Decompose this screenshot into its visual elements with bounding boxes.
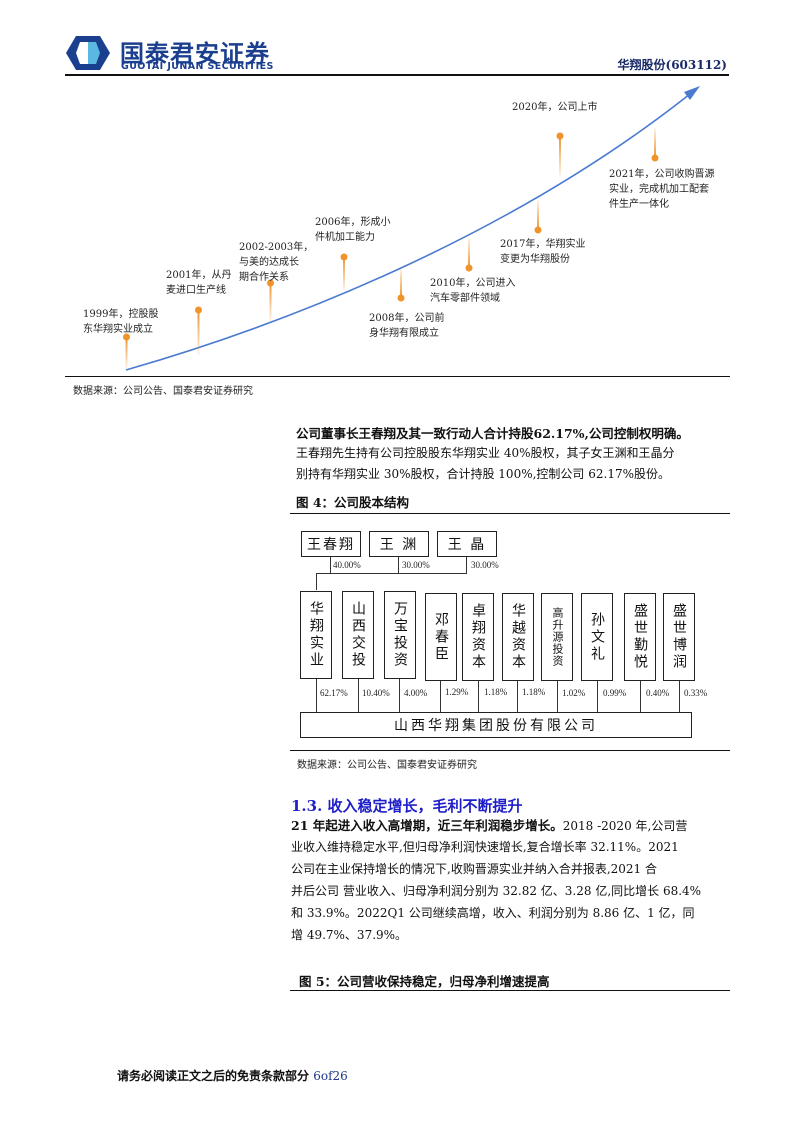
timeline-event-2002: 2002-2003年， 与美的达成长 期合作关系 [239, 242, 314, 283]
figure-divider [290, 513, 730, 514]
connector [440, 681, 441, 712]
shareholder-pct: 0.99% [603, 688, 627, 698]
shareholder-box: 盛世勤悦 [624, 593, 656, 681]
figure-divider [290, 990, 730, 991]
brand-name-cn: 国泰君安证券 [120, 40, 270, 68]
connector [316, 573, 467, 574]
timeline-event-2021: 2021年，公司收购晋源 实业，完成机加工配套 件生产一体化 [609, 169, 715, 210]
page-footer: 请务必阅读正文之后的免责条款部分 6of26 [117, 1067, 348, 1084]
shareholder-pct: 4.00% [404, 688, 428, 698]
section-para-line2: 业收入维持稳定水平,但归母净利润快速增长,复合增长率 32.11%。2021 [291, 840, 679, 854]
connector [640, 681, 641, 712]
shareholder-pct: 0.33% [684, 688, 708, 698]
connector [557, 681, 558, 712]
timeline-chart [123, 86, 700, 371]
shareholder-box: 邓春臣 [425, 593, 457, 681]
timeline-source: 数据来源：公司公告、国泰君安证券研究 [73, 386, 253, 397]
shareholder-box: 卓翔资本 [462, 593, 494, 681]
connector [316, 679, 317, 712]
section-text: 2018 -2020 年,公司营 [562, 819, 688, 833]
connector [478, 681, 479, 712]
owner-box: 王春翔 [301, 531, 361, 557]
shareholder-pct: 0.40% [646, 688, 670, 698]
timeline-event-2017: 2017年，华翔实业 变更为华翔股份 [500, 239, 586, 265]
owner-box: 王 晶 [437, 531, 497, 557]
figure-divider [290, 750, 730, 751]
shareholder-pct: 1.18% [484, 687, 508, 697]
ownership-source: 数据来源：公司公告、国泰君安证券研究 [297, 760, 477, 771]
shareholder-box: 盛世博润 [663, 593, 695, 681]
timeline-event-2008: 2008年，公司前 身华翔有限成立 [369, 313, 445, 339]
figure-4-title: 图 4：公司股本结构 [296, 495, 410, 510]
section-lead: 21 年起进入收入高增期，近三年利润稳步增长。 [291, 818, 563, 833]
section-para-line1: 21 年起进入收入高增期，近三年利润稳步增长。2018 -2020 年,公司营 [291, 813, 687, 839]
timeline-event-1999: 1999年，控股股 东华翔实业成立 [83, 309, 159, 335]
owner-pct: 40.00% [333, 560, 361, 570]
shareholder-pct: 1.02% [562, 688, 586, 698]
disclaimer-note: 请务必阅读正文之后的免责条款部分 [117, 1069, 310, 1083]
timeline-pins [123, 128, 659, 368]
section-para-line5: 和 33.9%。2022Q1 公司继续高增，收入、利润分别为 8.86 亿、1 … [291, 906, 695, 920]
section-para-line4: 并后公司 营业收入、归母净利润分别为 32.82 亿、3.28 亿,同比增长 6… [291, 884, 702, 898]
ownership-body-line2: 别持有华翔实业 30%股权，合计持股 100%,控制公司 62.17%股份。 [296, 467, 670, 481]
shareholder-box: 山西交投 [342, 591, 374, 679]
timeline-event-2020: 2020年，公司上市 [512, 102, 598, 113]
logo-icon [66, 36, 110, 70]
owner-pct: 30.00% [402, 560, 430, 570]
ownership-body-line1: 王春翔先生持有公司控股股东华翔实业 40%股权，其子女王渊和王晶分 [296, 446, 675, 460]
connector [330, 557, 331, 573]
connector [597, 681, 598, 712]
page-number: 6of26 [313, 1069, 348, 1083]
shareholder-box: 万宝投资 [384, 591, 416, 679]
company-box: 山西华翔集团股份有限公司 [300, 712, 692, 738]
shareholder-box: 孙文礼 [581, 593, 613, 681]
section-heading: 1.3. 收入稳定增长，毛利不断提升 [291, 797, 523, 815]
figure-divider [65, 376, 730, 377]
connector-arrow [316, 573, 317, 590]
shareholder-box: 高升源投资 [541, 593, 573, 681]
stock-tag: 华翔股份(603112) [617, 58, 727, 72]
owner-box: 王 渊 [369, 531, 429, 557]
shareholder-pct: 1.18% [522, 687, 546, 697]
shareholder-pct: 1.29% [445, 687, 469, 697]
shareholder-box: 华翔实业 [300, 591, 332, 679]
figure-5-title: 图 5：公司营收保持稳定，归母净利增速提高 [299, 974, 550, 989]
timeline-event-2001: 2001年，从丹 麦进口生产线 [166, 270, 232, 296]
shareholder-box: 华越资本 [502, 593, 534, 681]
brand-name-en: GUOTAI JUNAN SECURITIES [121, 61, 274, 72]
connector [679, 681, 680, 712]
connector [358, 679, 359, 712]
timeline-event-2010: 2010年，公司进入 汽车零部件领域 [430, 278, 516, 304]
ownership-lead: 公司董事长王春翔及其一致行动人合计持股62.17%,公司控制权明确。 [296, 426, 689, 441]
owner-pct: 30.00% [471, 560, 499, 570]
timeline-event-2006: 2006年，形成小 件机加工能力 [315, 217, 391, 243]
shareholder-pct: 62.17% [320, 688, 348, 698]
section-para-line3: 公司在主业保持增长的情况下,收购晋源实业并纳入合并报表,2021 合 [291, 862, 657, 876]
header-divider [65, 74, 729, 76]
connector [399, 679, 400, 712]
section-para-line6: 增 49.7%、37.9%。 [291, 928, 408, 942]
shareholder-pct: 10.40% [362, 688, 390, 698]
connector [398, 557, 399, 573]
connector [517, 681, 518, 712]
connector [466, 557, 467, 573]
